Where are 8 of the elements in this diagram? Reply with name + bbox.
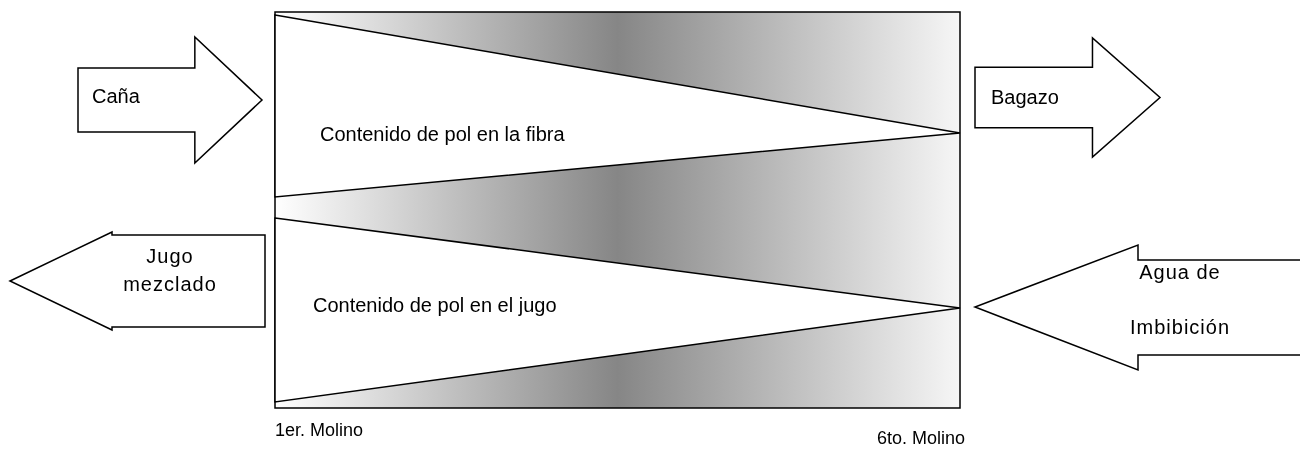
node-text: Jugo mezclado [122, 244, 218, 297]
node-text: Caña [92, 85, 141, 108]
mill-label: 1er. Molino [275, 420, 364, 441]
mill-label: 6to. Molino [877, 428, 966, 449]
node-text: Contenido de pol en el jugo [313, 294, 558, 317]
node-text: Agua de Imbibición [1128, 260, 1231, 340]
node-text: Bagazo [991, 86, 1060, 109]
node-text: Contenido de pol en la fibra [320, 123, 566, 146]
